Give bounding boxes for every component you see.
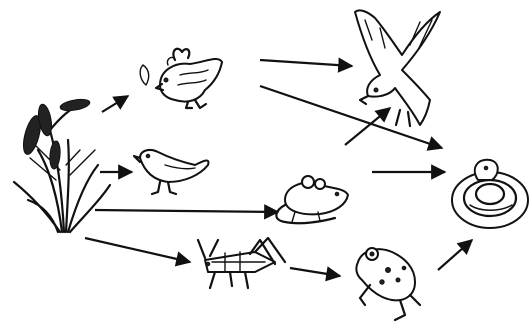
frog-icon (356, 248, 420, 320)
mouse-icon (276, 176, 348, 223)
grasshopper-icon (198, 238, 285, 288)
arrow-frog-to-snake (438, 240, 472, 270)
arrow-rice-to-chicken (102, 96, 128, 112)
eagle-icon (355, 10, 440, 126)
arrow-mouse-to-eagle (345, 108, 390, 145)
arrow-grasshopper-to-frog (290, 268, 340, 276)
small-bird-icon (134, 150, 208, 194)
snake-icon (452, 160, 528, 228)
arrow-rice-to-grasshopper (85, 238, 190, 262)
rice-plant-icon (14, 97, 110, 232)
chicken-icon (140, 49, 222, 108)
arrow-rice-to-mouse (95, 210, 278, 212)
arrow-chicken-to-eagle (260, 60, 352, 66)
